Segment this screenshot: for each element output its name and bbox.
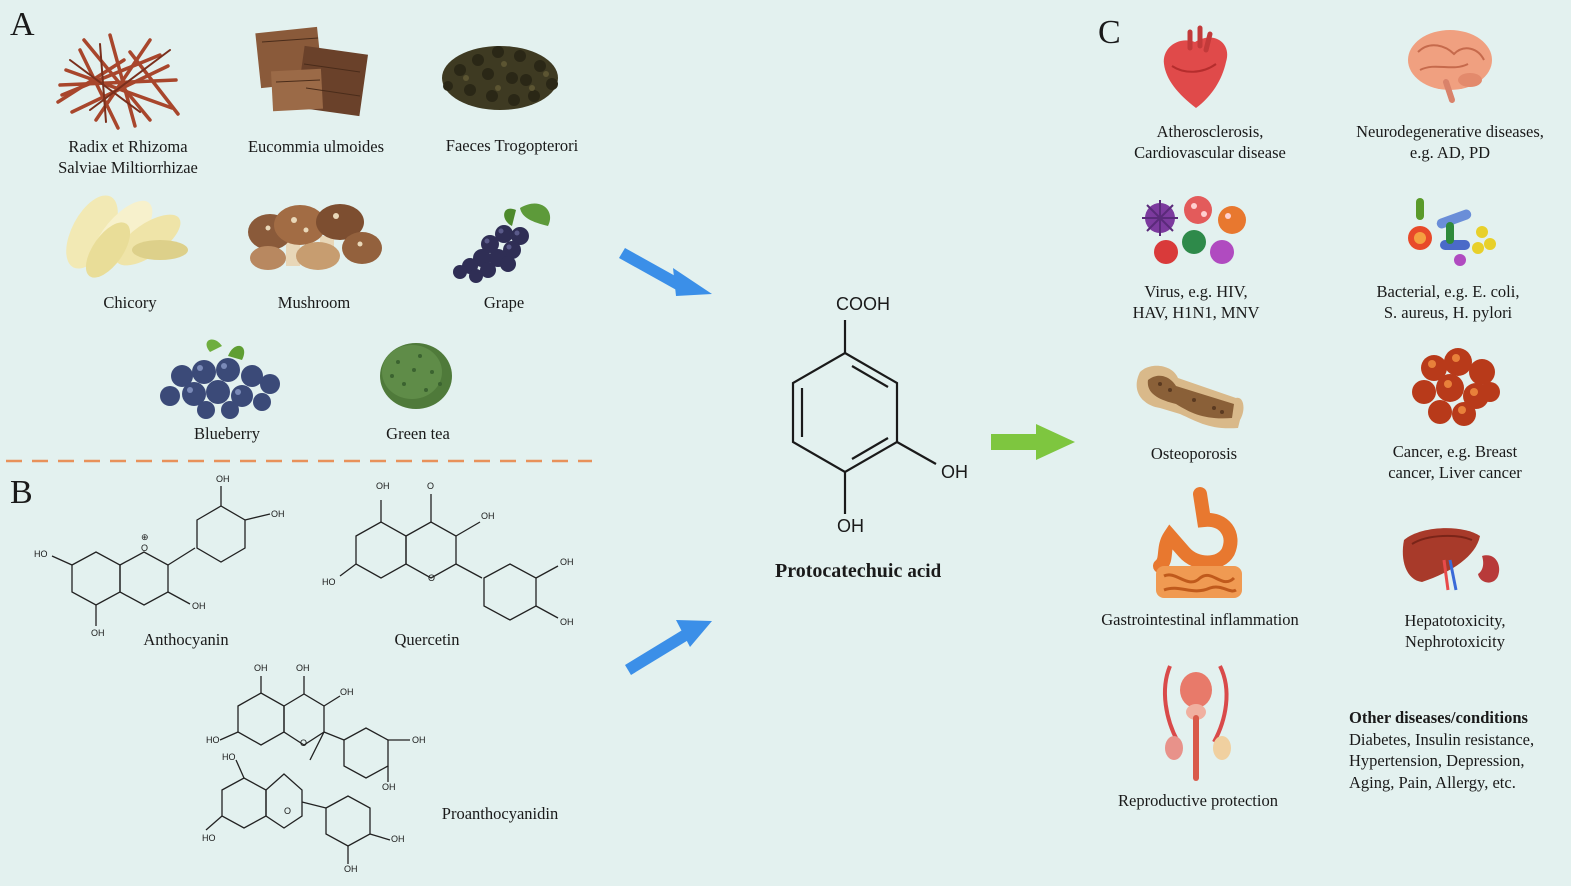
reproductive-system-image [1163, 665, 1231, 781]
effect-label-virus: Virus, e.g. HIV,HAV, H1N1, MNV [1132, 282, 1260, 322]
effect-label-bacteria: Bacterial, e.g. E. coli,S. aureus, H. py… [1376, 282, 1520, 322]
proantho-oh-4: OH [412, 735, 426, 745]
anthocyanin-oh-mid: OH [192, 601, 206, 611]
other-conditions-heading: Other diseases/conditions [1349, 708, 1528, 727]
proantho-oh-1: OH [254, 663, 268, 673]
panel-label-a: A [10, 6, 35, 43]
effect-label-osteo: Osteoporosis [1150, 444, 1238, 463]
center-compound-title: Protocatechuic acid [775, 560, 942, 582]
chicory-image [66, 195, 188, 278]
liver-kidney-image [1402, 528, 1500, 591]
proantho-o-2: O [284, 806, 292, 816]
effect-label-gi: Gastrointestinal inflammation [1101, 610, 1299, 629]
compound-label-quercetin: Quercetin [394, 630, 460, 649]
proanthocyanidin-structure [205, 676, 410, 864]
anthocyanin-ho-left: HO [34, 549, 48, 559]
quercetin-o-ring: O [428, 573, 436, 583]
center-oh-bottom-label: OH [837, 516, 864, 536]
compound-label-proanthocyanidin: Proanthocyanidin [441, 804, 559, 823]
anthocyanin-oh-top: OH [216, 474, 230, 484]
proantho-ho-1: HO [206, 735, 220, 745]
quercetin-oh-right: OH [481, 511, 495, 521]
panel-label-b: B [10, 474, 33, 511]
proantho-o-1: O [300, 738, 308, 748]
faeces-trogopterori-image [442, 46, 558, 110]
brain-image [1408, 30, 1492, 103]
proantho-oh-3: OH [340, 687, 354, 697]
quercetin-o-top: O [427, 481, 435, 491]
arrow-b-to-center [625, 620, 712, 675]
source-label-mushroom: Mushroom [277, 293, 351, 312]
proantho-oh-6: OH [391, 834, 405, 844]
anthocyanin-o-plus: ⊕ [141, 532, 149, 542]
effect-label-hepato: Hepatotoxicity,Nephrotoxicity [1404, 611, 1506, 651]
center-oh-right-label: OH [941, 462, 968, 482]
other-conditions-line: Aging, Pain, Allergy, etc. [1349, 772, 1516, 792]
grape-image [453, 203, 551, 283]
source-label-blueberry: Blueberry [194, 424, 260, 443]
proantho-oh-7: OH [344, 864, 358, 874]
bacteria-image [1408, 198, 1496, 266]
anthocyanin-o: O [141, 543, 149, 553]
heart-image [1163, 25, 1228, 108]
anthocyanin-structure [51, 486, 271, 626]
proantho-oh-5: OH [382, 782, 396, 792]
proantho-oh-2: OH [296, 663, 310, 673]
quercetin-ho-left: HO [322, 577, 336, 587]
effect-label-neuro: Neurodegenerative diseases,e.g. AD, PD [1356, 122, 1544, 162]
green-tea-image [380, 343, 452, 409]
other-conditions: Other diseases/conditions Diabetes, Insu… [1349, 707, 1534, 793]
quercetin-oh-b1: OH [560, 557, 574, 567]
stomach-intestine-image [1153, 487, 1242, 598]
eucommia-bark-image [255, 26, 369, 117]
blueberry-image [160, 339, 280, 419]
source-label-eucommia: Eucommia ulmoides [247, 137, 385, 156]
anthocyanin-oh-right: OH [271, 509, 285, 519]
quercetin-oh-top: OH [376, 481, 390, 491]
cancer-cells-image [1412, 348, 1500, 426]
other-conditions-line: Hypertension, Depression, [1349, 751, 1525, 770]
quercetin-oh-b2: OH [560, 617, 574, 627]
source-label-grape: Grape [483, 293, 525, 312]
source-label-faeces: Faeces Trogopterori [445, 136, 579, 155]
proantho-ho-2: HO [222, 752, 236, 762]
proantho-ho-3: HO [202, 833, 216, 843]
effect-label-cardio: Atherosclerosis,Cardiovascular disease [1134, 122, 1286, 162]
panel-label-c: C [1098, 14, 1121, 51]
arrow-center-to-c [991, 424, 1075, 460]
source-label-chicory: Chicory [103, 293, 157, 312]
anthocyanin-oh-bottom: OH [91, 628, 105, 638]
other-conditions-line: Diabetes, Insulin resistance, [1349, 729, 1535, 749]
quercetin-structure [339, 494, 559, 621]
mushroom-image [248, 204, 382, 270]
compound-label-anthocyanin: Anthocyanin [143, 630, 229, 649]
virus-image [1142, 196, 1246, 264]
bone-image [1136, 365, 1244, 429]
center-cooh-label: COOH [836, 294, 890, 314]
salvia-root-image [56, 33, 180, 130]
arrow-a-to-center [619, 248, 712, 296]
effect-label-repro: Reproductive protection [1118, 791, 1278, 810]
protocatechuic-acid-structure [791, 320, 937, 514]
source-label-green-tea: Green tea [386, 424, 450, 443]
